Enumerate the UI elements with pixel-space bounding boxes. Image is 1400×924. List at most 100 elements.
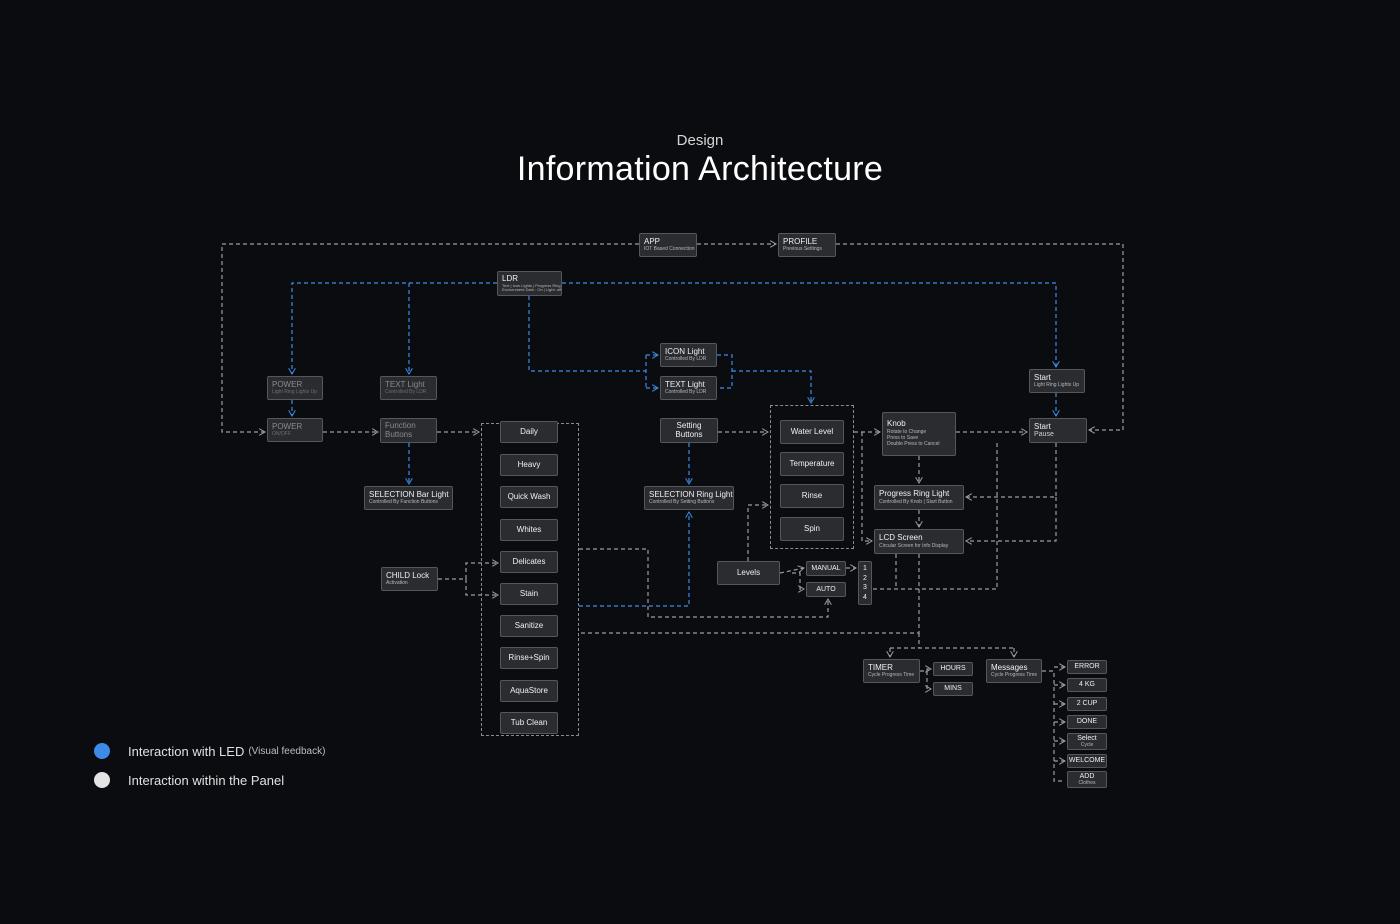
power-onoff-title: POWER [272, 421, 303, 431]
setting-temperature: Temperature [780, 452, 844, 476]
icon-light-sub: Controlled By LDR [665, 356, 707, 363]
progress-ring-light-node: Progress Ring Light Controlled By Knob |… [874, 485, 964, 510]
lcd-screen-node: LCD Screen Circular Screen for Info Disp… [874, 529, 964, 554]
cycle-whites: Whites [500, 519, 558, 541]
cycle-daily: Daily [500, 421, 558, 443]
cycle-tub-clean-label: Tub Clean [510, 717, 548, 727]
text-light-sub: Controlled By LDR [385, 389, 427, 396]
child-lock-to-delicates-connector [438, 563, 498, 580]
message-done-label: DONE [1076, 718, 1098, 726]
legend-led-dot [94, 743, 110, 759]
messages-list-connector [1042, 670, 1065, 782]
legend-item-led: Interaction with LED (Visual feedback) [94, 743, 325, 759]
message-welcome: WELCOME [1067, 754, 1107, 768]
selection-bar-light-title: SELECTION Bar Light [369, 489, 449, 499]
cycle-delicates-label: Delicates [512, 556, 546, 566]
stain-to-selection-ring-connector [579, 512, 689, 607]
start-light-title: Start [1034, 372, 1051, 382]
setting-rinse: Rinse [780, 484, 844, 508]
message-select-label: Select [1077, 734, 1097, 742]
message-add-sub: Clothes [1078, 780, 1096, 787]
message-done: DONE [1067, 715, 1107, 729]
function-buttons-node: Function Buttons [380, 418, 437, 443]
ldr-sub: Text | Icon Lights | Progress Ring [502, 283, 561, 289]
ldr-to-lights-connector [528, 296, 646, 372]
ldr-to-power-light-connector [292, 282, 497, 374]
hours-title: HOURS [940, 665, 966, 673]
knob-node: Knob Rotate to Change Press to Save Doub… [882, 412, 956, 456]
level-numbers-node: 1 2 3 4 [858, 561, 872, 605]
power-onoff-node: POWER ON/OFF [267, 418, 323, 442]
selection-ring-light-sub: Controlled By Setting Buttons [649, 499, 715, 506]
timer-to-mins-connector [927, 671, 931, 689]
cycle-quick-wash-label: Quick Wash [507, 491, 551, 501]
legend-item-panel: Interaction within the Panel [94, 772, 284, 788]
levels-to-settings-connector [747, 505, 768, 561]
setting-spin: Spin [780, 517, 844, 541]
text-light-title: TEXT Light [385, 379, 425, 389]
message-4kg-label: 4 KG [1079, 681, 1095, 689]
lcd-screen-title: LCD Screen [879, 533, 923, 543]
message-error: ERROR [1067, 660, 1107, 674]
ldr-to-start-light-connector [562, 282, 1056, 367]
selection-bar-light-sub: Controlled By Function Buttons [369, 499, 438, 506]
profile-to-start-connector [836, 243, 1124, 430]
cycle-aquastore-label: AquaStore [510, 685, 548, 695]
knob-sub-3: Double Press to Cancel [887, 441, 940, 448]
ldr-sub-2: Environment Dark : On | Light: off [502, 287, 562, 293]
cycle-delicates: Delicates [500, 551, 558, 573]
app-sub: IOT Based Connection [644, 246, 695, 253]
selection-ring-light-title: SELECTION Ring Light [649, 489, 733, 499]
timer-sub: Cycle Progress Time [868, 672, 915, 679]
legend-led-label: Interaction with LED [128, 743, 245, 759]
setting-water-level: Water Level [780, 420, 844, 444]
start-to-lcd-connector [966, 497, 1057, 541]
message-select-sub: Cycle [1080, 742, 1094, 749]
power-light-sub: Light Ring Lights Up [272, 389, 318, 396]
setting-rinse-label: Rinse [801, 490, 823, 500]
progress-ring-light-sub: Controlled By Knob | Start Button [879, 498, 953, 505]
page-eyebrow: Design [676, 132, 724, 149]
setting-buttons-node: Setting Buttons [660, 418, 718, 443]
messages-sub: Cycle Progress Time [991, 672, 1038, 679]
cycle-rinse-spin-label: Rinse+Spin [508, 652, 550, 662]
knob-sub: Rotate to Change [887, 428, 927, 435]
cycle-aquastore: AquaStore [500, 680, 558, 702]
app-title: APP [644, 236, 661, 246]
messages-node: Messages Cycle Progress Time [986, 659, 1042, 683]
message-add-label: ADD [1079, 772, 1095, 780]
power-light-node: POWER Light Ring Lights Up [267, 376, 323, 400]
setting-buttons-title: Setting [676, 421, 702, 431]
ldr-node: LDR Text | Icon Lights | Progress Ring E… [497, 271, 562, 296]
app-to-power-connector [221, 243, 639, 432]
mins-node: MINS [933, 682, 973, 696]
levels-to-manual-connector [779, 568, 804, 574]
icon-light-node: ICON Light Controlled By LDR [660, 343, 717, 367]
timer-title: TIMER [868, 662, 893, 672]
knob-sub-2: Press to Save [887, 435, 919, 442]
text-light-2-title: TEXT Light [665, 379, 705, 389]
manual-title: MANUAL [811, 564, 841, 572]
level-number-3: 3 [863, 584, 867, 592]
child-lock-to-stain-connector [465, 579, 498, 595]
lights-merge-connector [717, 354, 733, 389]
profile-sub: Previous Settings [783, 246, 822, 253]
cycle-sanitize-label: Sanitize [514, 620, 544, 630]
cycle-heavy-label: Heavy [517, 459, 541, 469]
messages-title: Messages [991, 662, 1028, 672]
app-node: APP IOT Based Connection [639, 233, 697, 257]
profile-node: PROFILE Previous Settings [778, 233, 836, 257]
message-4kg: 4 KG [1067, 678, 1107, 692]
ldr-title: LDR [502, 273, 519, 283]
power-onoff-sub: ON/OFF [272, 431, 291, 438]
cycle-sanitize: Sanitize [500, 615, 558, 637]
cycle-quick-wash: Quick Wash [500, 486, 558, 508]
setting-temperature-label: Temperature [789, 458, 835, 468]
message-welcome-label: WELCOME [1068, 757, 1106, 765]
start-to-progress-ring-connector [966, 443, 1057, 497]
message-2cup-label: 2 CUP [1076, 700, 1098, 708]
text-light-node: TEXT Light Controlled By LDR [380, 376, 437, 400]
message-2cup: 2 CUP [1067, 697, 1107, 711]
